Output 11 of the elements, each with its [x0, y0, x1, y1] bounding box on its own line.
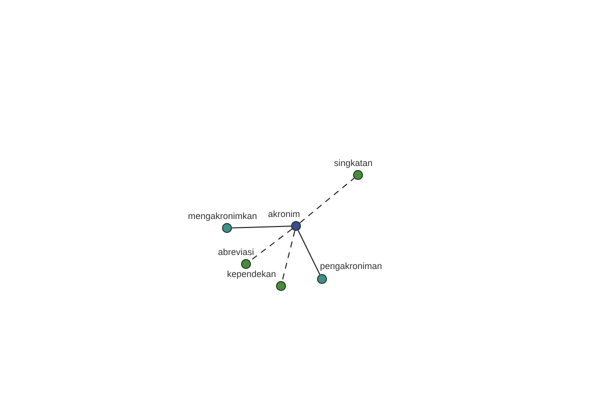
connector [298, 230, 320, 275]
connector [232, 226, 292, 228]
dashed-connector [299, 178, 355, 224]
dashed-connector [249, 228, 293, 262]
node-label: kependekan [227, 269, 276, 279]
node-label: abreviasi [218, 247, 254, 257]
node-label: singkatan [334, 158, 373, 168]
node-label: akronim [268, 209, 300, 219]
node-label: pengakroniman [320, 261, 382, 271]
node-label: mengakronimkan [188, 211, 258, 221]
dashed-connector [282, 230, 296, 282]
